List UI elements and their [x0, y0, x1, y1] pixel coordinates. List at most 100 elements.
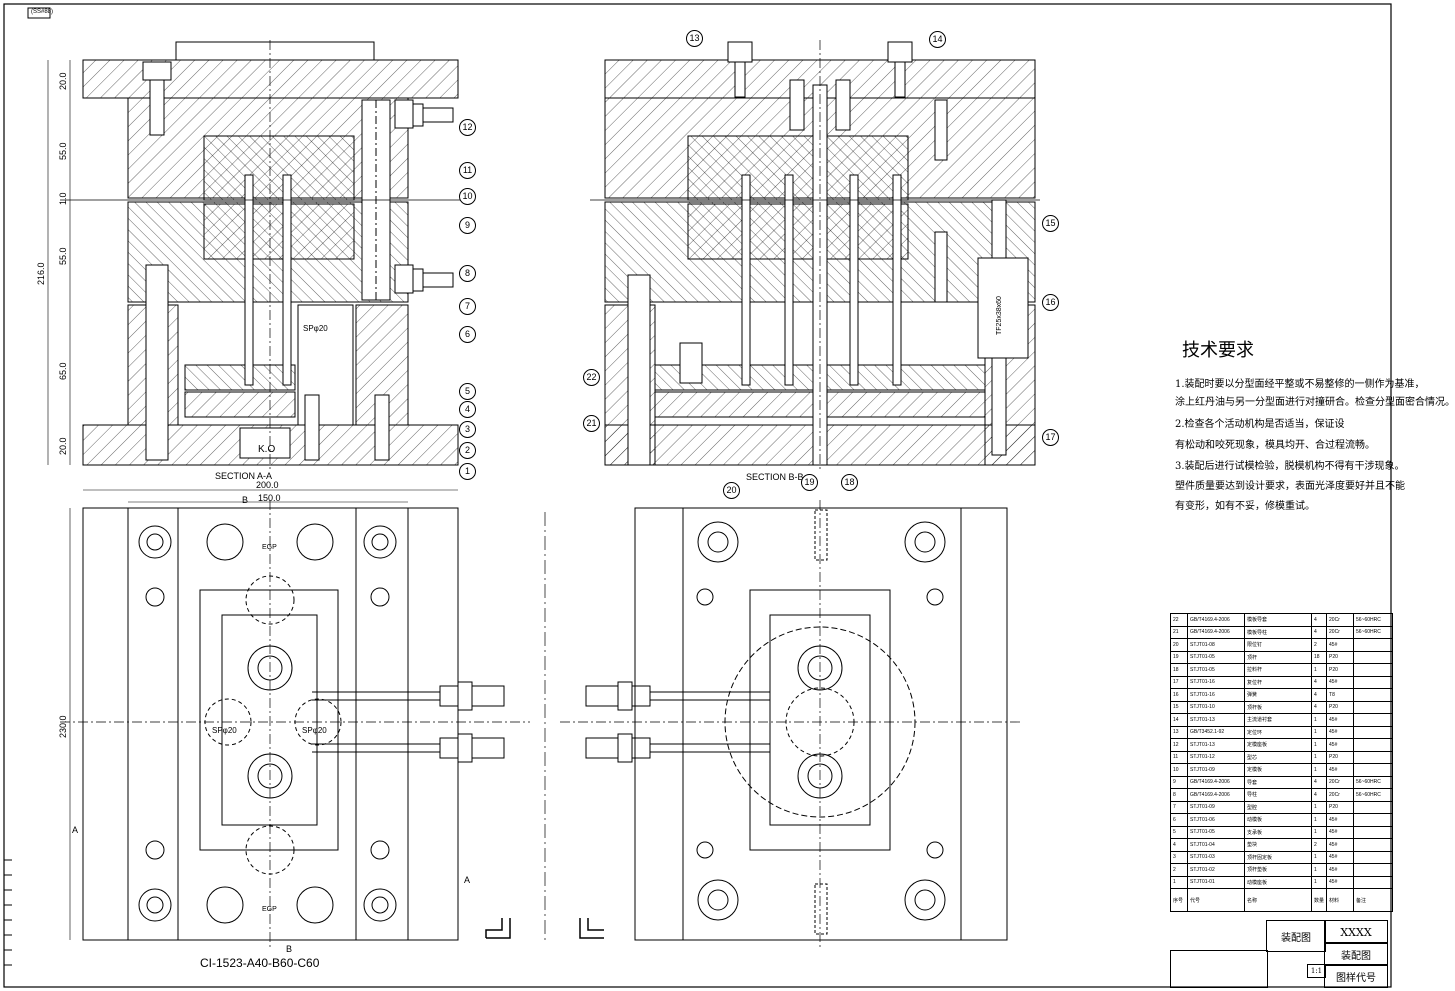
bom-cell-code: GB/T4169.4-2006 [1187, 613, 1245, 627]
dimension-lines [47, 60, 458, 940]
bom-cell-name: 定位环 [1244, 725, 1312, 739]
bom-cell-no: 11 [1170, 750, 1188, 764]
bom-cell-mat: 45# [1326, 850, 1355, 864]
bom-cell-mat: P20 [1326, 750, 1355, 764]
balloon-6: 6 [459, 326, 476, 343]
balloon-10: 10 [459, 188, 476, 205]
bom-cell-code: STJT01-05 [1187, 663, 1245, 677]
signature-grid [1170, 950, 1268, 988]
section-aa-label: SECTION A-A [215, 471, 273, 481]
bom-cell-note [1353, 850, 1394, 864]
bom-cell-mat: P20 [1326, 650, 1355, 664]
part-code-label: CI-1523-A40-B60-C60 [200, 956, 320, 970]
drawing-name-cell: 装配图 [1266, 920, 1326, 952]
bom-cell-note: 56~60HRC [1353, 788, 1394, 802]
dim-55-upper: 55.0 [58, 142, 68, 160]
bom-cell-code: STJT01-09 [1187, 763, 1245, 777]
balloon-22: 22 [583, 369, 600, 386]
bom-cell-note: 56~60HRC [1353, 775, 1394, 789]
bom-cell-note: 56~60HRC [1353, 625, 1394, 639]
scale-cell: 1:1 [1307, 964, 1326, 978]
bom-cell-no: 7 [1170, 800, 1188, 814]
bom-cell-note [1353, 763, 1394, 777]
sp-label-plan-right: SPφ20 [302, 726, 327, 735]
bom-cell-name: 弹簧 [1244, 688, 1312, 702]
balloon-19: 19 [801, 474, 818, 491]
bom-cell-name: 型腔 [1244, 800, 1312, 814]
bom-cell-qty: 2 [1310, 838, 1328, 852]
balloon-13: 13 [686, 30, 703, 47]
tech-req-line-7: 有变形，如有不妥，修模重试。 [1175, 501, 1315, 512]
bom-cell-no: 9 [1170, 775, 1188, 789]
bom-cell-mat: 45# [1326, 638, 1355, 652]
bom-header-code: 代号 [1187, 888, 1245, 912]
bom-header-no: 序号 [1170, 888, 1188, 912]
plan-view-moving-half [60, 500, 530, 950]
bom-cell-mat: 45# [1326, 825, 1355, 839]
bom-header-name: 名称 [1244, 888, 1312, 912]
bom-cell-note [1353, 638, 1394, 652]
bom-cell-code: STJT01-06 [1187, 813, 1245, 827]
bom-cell-qty: 18 [1310, 650, 1328, 664]
bom-cell-code: STJT01-04 [1187, 838, 1245, 852]
tech-req-line-3: 2.检查各个活动机构是否适当，保证设 [1175, 419, 1345, 430]
dim-200: 200.0 [256, 480, 279, 490]
tech-req-line-5: 3.装配后进行试模检验，脱模机构不得有干涉现象。 [1175, 461, 1405, 472]
bom-cell-no: 8 [1170, 788, 1188, 802]
bom-cell-qty: 4 [1310, 688, 1328, 702]
mark-a-left: A [72, 825, 79, 835]
balloon-15: 15 [1042, 215, 1059, 232]
bom-cell-no: 14 [1170, 713, 1188, 727]
bom-cell-mat: P20 [1326, 800, 1355, 814]
bom-cell-name: 导套 [1244, 775, 1312, 789]
bom-cell-no: 10 [1170, 763, 1188, 777]
bom-cell-code: STJT01-02 [1187, 863, 1245, 877]
dim-20-bottom: 20.0 [58, 437, 68, 455]
bom-cell-note [1353, 663, 1394, 677]
bom-cell-name: 模板导套 [1244, 613, 1312, 627]
bom-cell-qty: 1 [1310, 863, 1328, 877]
egp-label-top: EGP [262, 544, 277, 551]
bom-cell-note [1353, 700, 1394, 714]
drawing-name2-cell: 装配图 [1324, 942, 1388, 966]
bom-cell-no: 4 [1170, 838, 1188, 852]
dim-55-lower: 55.0 [58, 247, 68, 265]
bom-cell-note [1353, 738, 1394, 752]
bom-cell-name: 定模座板 [1244, 738, 1312, 752]
sp-label-plan-left: SPφ20 [212, 726, 237, 735]
left-edge-ruler [4, 859, 12, 966]
section-bb-view [590, 40, 1040, 470]
section-aa-view [60, 40, 470, 470]
bom-cell-code: STJT01-12 [1187, 750, 1245, 764]
bom-cell-note: 56~60HRC [1353, 613, 1394, 627]
sp-label-section: SPφ20 [303, 324, 328, 333]
bom-cell-mat: 20Cr [1326, 788, 1355, 802]
dim-1: 1.0 [58, 192, 68, 205]
bom-cell-note [1353, 725, 1394, 739]
bom-cell-code: GB/T3452.1-92 [1187, 725, 1245, 739]
bom-cell-mat: 45# [1326, 875, 1355, 889]
bom-cell-mat: 20Cr [1326, 775, 1355, 789]
bom-cell-qty: 1 [1310, 713, 1328, 727]
bom-cell-name: 拉料杆 [1244, 663, 1312, 677]
bom-cell-code: GB/T4169.4-2006 [1187, 788, 1245, 802]
bom-cell-no: 1 [1170, 875, 1188, 889]
bom-cell-mat: T8 [1326, 688, 1355, 702]
balloon-14: 14 [929, 31, 946, 48]
bom-cell-mat: P20 [1326, 700, 1355, 714]
bom-cell-qty: 4 [1310, 700, 1328, 714]
bom-cell-code: STJT01-13 [1187, 738, 1245, 752]
mark-a-right: A [464, 875, 471, 885]
